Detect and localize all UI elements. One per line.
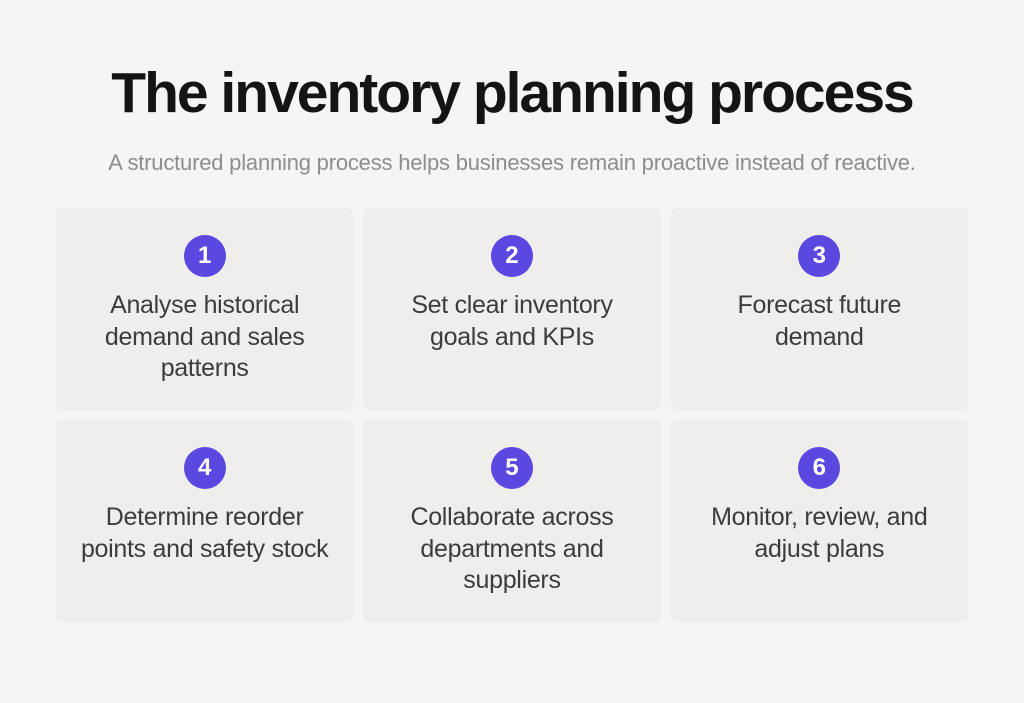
step-6-text: Monitor, review, and adjust plans xyxy=(711,503,928,563)
step-2-number-badge: 2 xyxy=(490,235,533,278)
step-card-4: 4 Determine reorder points and safety st… xyxy=(56,420,354,623)
step-number: 2 xyxy=(505,242,519,270)
step-1-text: Analyse historical demand and sales patt… xyxy=(104,291,305,383)
step-card-6: 6 Monitor, review, and adjust plans xyxy=(670,420,968,623)
step-5-number-badge: 5 xyxy=(490,447,533,490)
step-6-number-badge: 6 xyxy=(798,447,841,490)
step-number: 6 xyxy=(812,454,826,482)
step-1-number-badge: 1 xyxy=(183,235,226,278)
steps-grid: 1 Analyse historical demand and sales pa… xyxy=(56,208,968,623)
step-2-text: Set clear inventory goals and KPIs xyxy=(411,291,613,351)
step-5-text: Collaborate across departments and suppl… xyxy=(410,503,614,595)
step-number: 1 xyxy=(197,242,212,270)
page-subtitle: A structured planning process helps busi… xyxy=(108,149,916,175)
step-3-number-badge: 3 xyxy=(798,235,841,278)
step-number: 4 xyxy=(197,454,212,482)
step-card-3: 3 Forecast future demand xyxy=(670,208,968,411)
step-3-text: Forecast future demand xyxy=(737,291,902,351)
header: The inventory planning process A structu… xyxy=(0,0,1024,176)
step-card-1: 1 Analyse historical demand and sales pa… xyxy=(56,208,354,411)
step-number: 3 xyxy=(812,242,826,270)
step-4-number-badge: 4 xyxy=(183,447,226,490)
step-card-5: 5 Collaborate across departments and sup… xyxy=(363,420,661,623)
step-number: 5 xyxy=(505,454,519,482)
page-title: The inventory planning process xyxy=(111,61,915,125)
step-4-text: Determine reorder points and safety stoc… xyxy=(80,503,329,563)
step-card-2: 2 Set clear inventory goals and KPIs xyxy=(363,208,661,411)
